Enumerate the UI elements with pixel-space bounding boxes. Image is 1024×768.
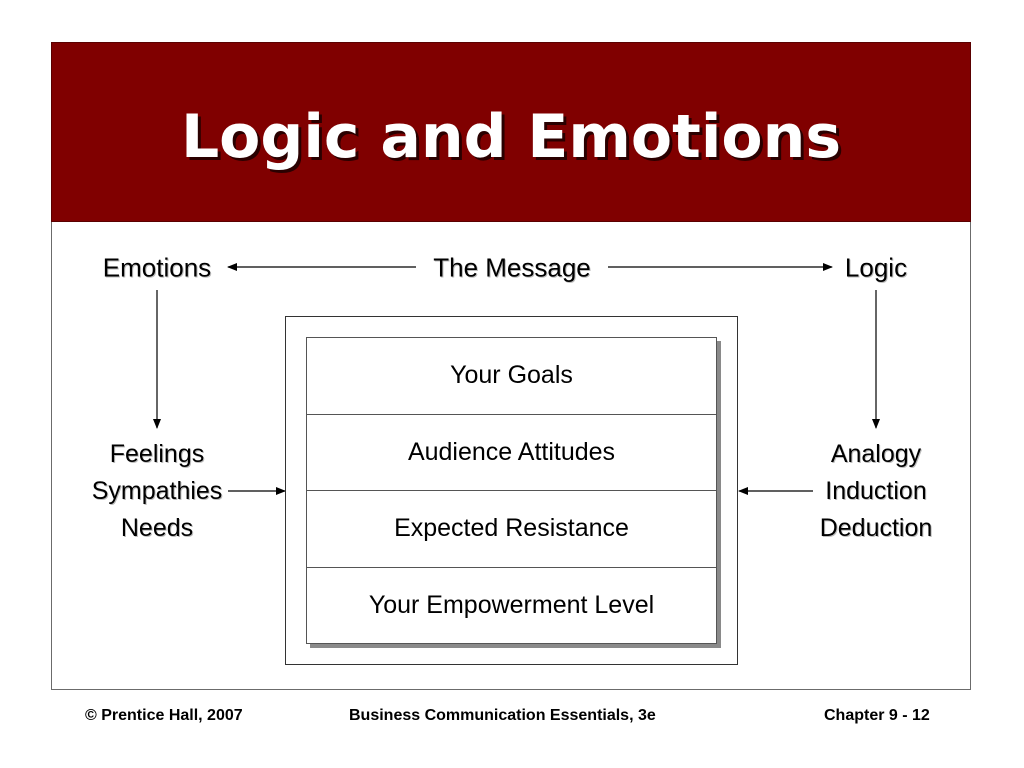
logic-list-item: Analogy (830, 440, 922, 468)
emotions-list: Feelings Sympathies Needs (92, 436, 223, 547)
table-row: Expected Resistance (307, 491, 716, 568)
table-row: Audience Attitudes (307, 415, 716, 491)
emotions-list-item: Sympathies (91, 477, 223, 505)
emotions-label: Emotions (102, 252, 212, 283)
table-row: Your Empowerment Level (368, 591, 655, 620)
table-row: Your Goals (307, 338, 716, 415)
message-factors-table: Your Goals Audience Attitudes Expected R… (306, 337, 717, 644)
footer-chapter: Chapter 9 - 12 (824, 707, 930, 724)
footer-copyright: © Prentice Hall, 2007 (85, 707, 243, 724)
logic-list: Analogy Induction Deduction (820, 436, 933, 547)
emotions-list-item: Feelings (109, 440, 205, 468)
title-bar: Logic and Emotions (51, 42, 971, 222)
logic-list-item: Induction (825, 477, 927, 505)
logic-label: Logic (844, 252, 908, 283)
logic-list-item: Deduction (819, 514, 933, 542)
message-label: The Message (433, 252, 591, 283)
slide-title: Logic and Emotions (180, 102, 842, 172)
emotions-list-item: Needs (120, 514, 194, 542)
footer-book-title: Business Communication Essentials, 3e (349, 707, 656, 724)
